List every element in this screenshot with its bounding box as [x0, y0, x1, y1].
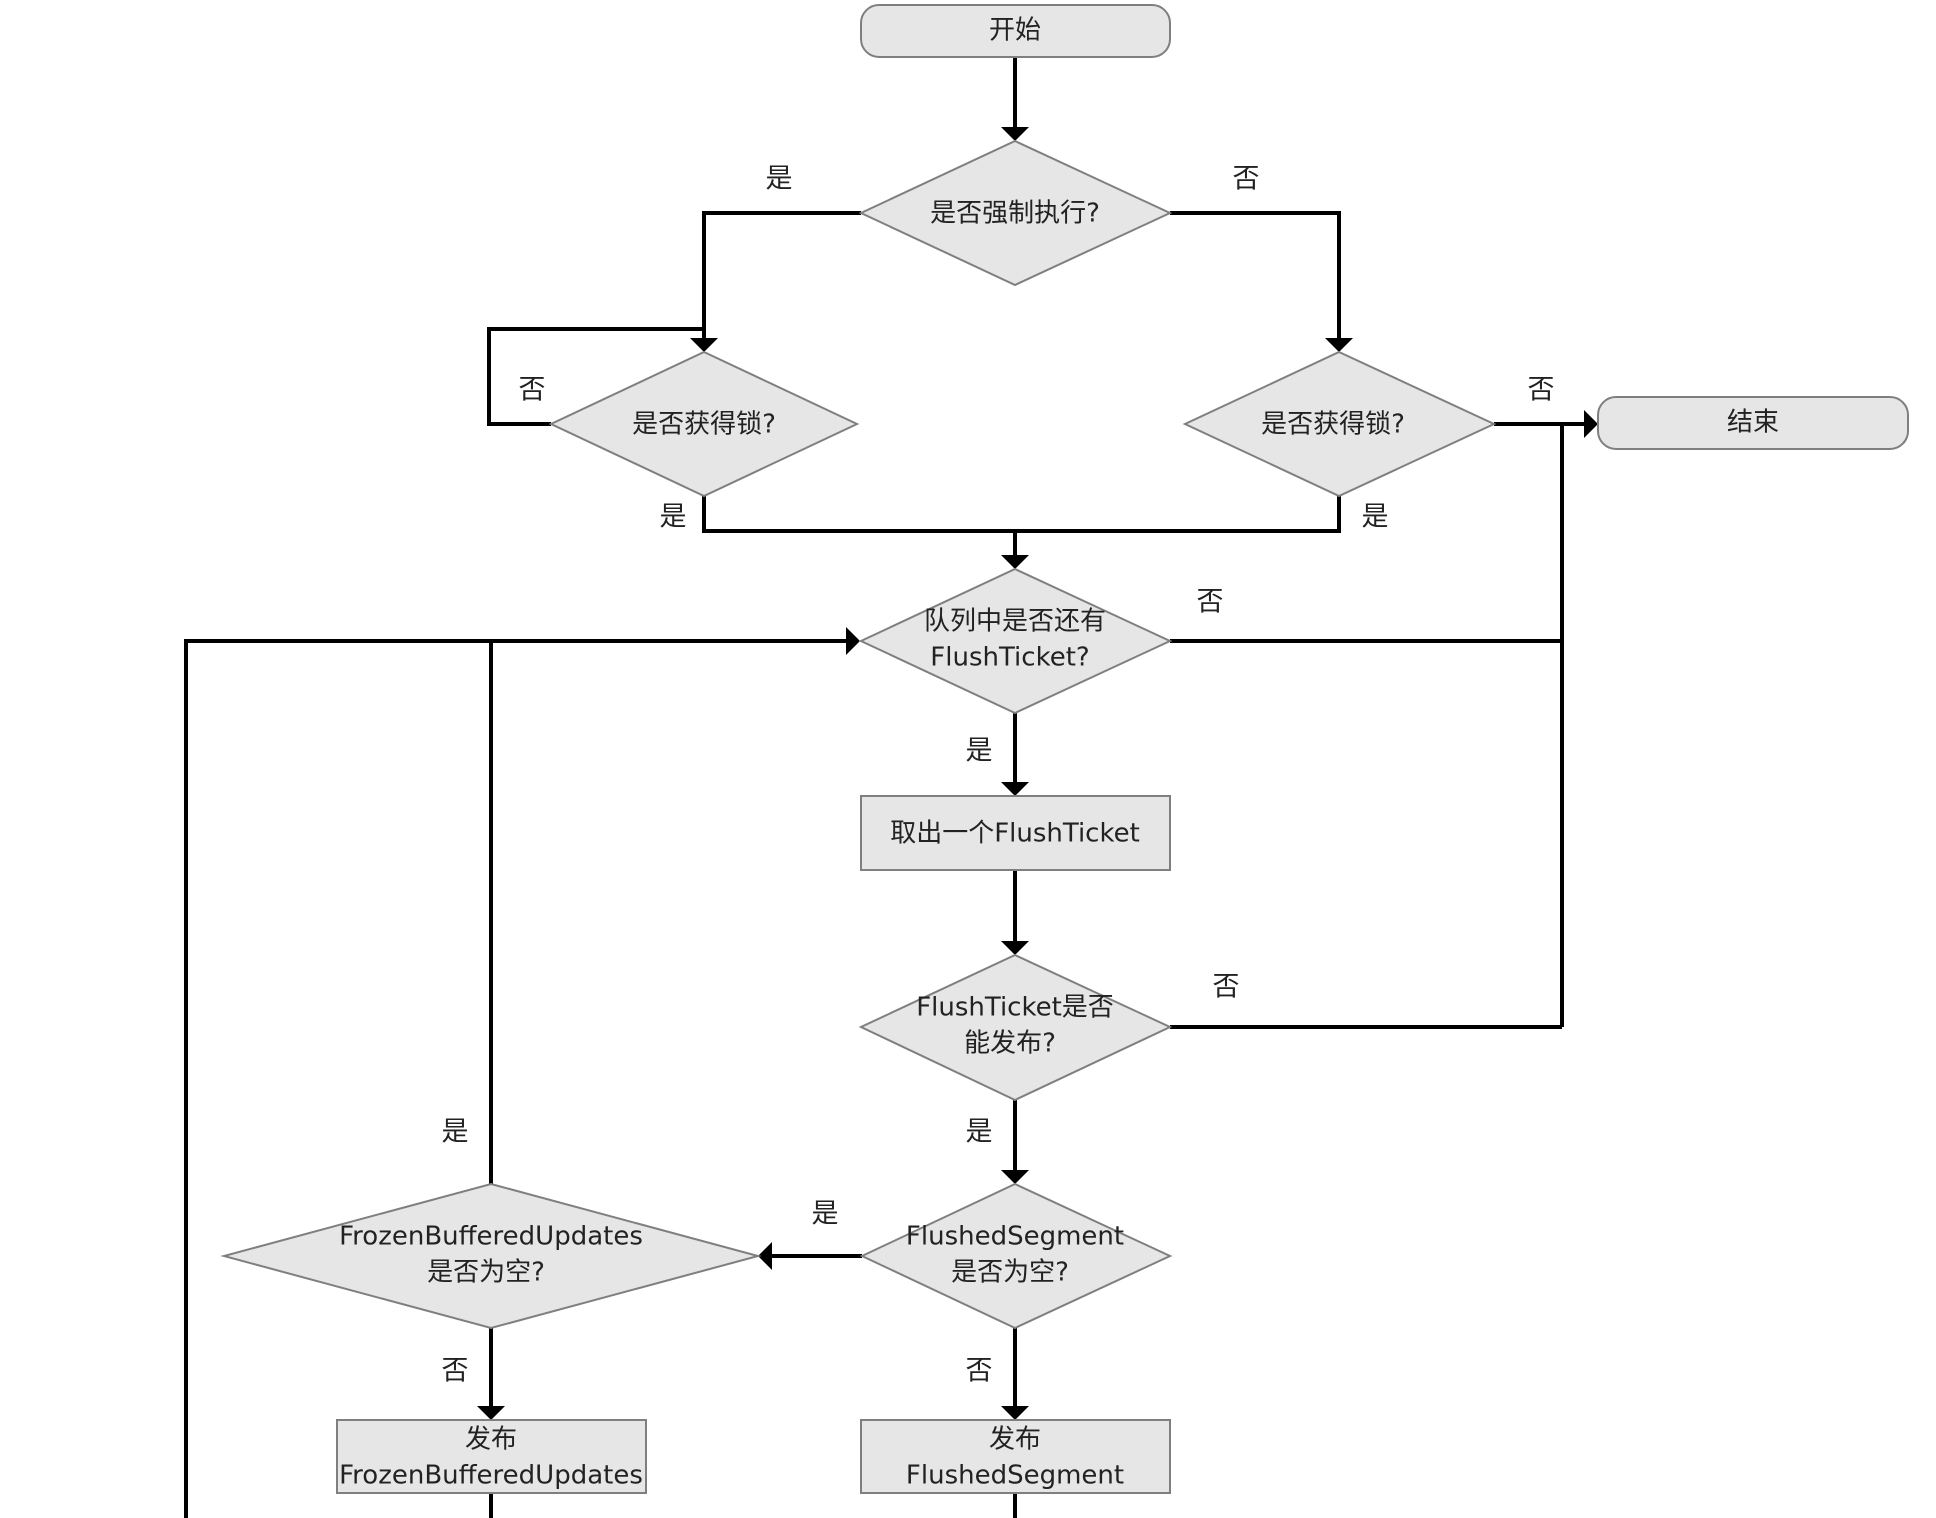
label-lock-left-yes: 是	[660, 502, 687, 533]
edge-bottom-loop	[184, 639, 1017, 1518]
label-lock-left-no: 否	[519, 375, 546, 406]
nodes: 开始 是否强制执行? 是否获得锁? 是否获得锁? 结束 队列中是否还有 Flus…	[220, 4, 1909, 1494]
label-frozen-no: 否	[442, 1356, 469, 1387]
edge-force-yes-to-lock-left	[702, 211, 861, 338]
label-lock-right-no: 否	[1528, 375, 1555, 406]
arrowhead-queue	[1001, 555, 1029, 569]
end-node[interactable]: 结束	[1597, 396, 1909, 450]
label-queue-yes: 是	[966, 736, 993, 767]
arrowhead-queue-left	[846, 627, 860, 655]
label-publishable-no: 否	[1213, 972, 1240, 1003]
arrowhead-end	[1584, 410, 1598, 438]
take-label: 取出一个FlushTicket	[890, 819, 1140, 849]
label-force-yes: 是	[766, 164, 793, 195]
edge-labels: 是 否 否 是 否 是 否 是 否 是 是 否 是 否	[442, 164, 1555, 1387]
label-force-no: 否	[1233, 164, 1260, 195]
label-queue-no: 否	[1197, 587, 1224, 618]
frozen-empty-decision[interactable]: FrozenBufferedUpdates 是否为空?	[220, 1182, 762, 1330]
lock-left-label: 是否获得锁?	[632, 410, 776, 440]
start-node[interactable]: 开始	[860, 4, 1171, 58]
frozen-empty-label-line2: 是否为空?	[427, 1258, 545, 1288]
arrowhead-publish-segment	[1001, 1406, 1029, 1420]
label-segment-no: 否	[966, 1356, 993, 1387]
edge-lock-left-yes	[702, 496, 1341, 533]
publishable-label-line1: FlushTicket是否	[916, 993, 1114, 1023]
publish-frozen-label-line2: FrozenBufferedUpdates	[339, 1461, 643, 1491]
publish-frozen-label-line1: 发布	[465, 1425, 517, 1455]
segment-empty-decision[interactable]: FlushedSegment 是否为空?	[859, 1182, 1173, 1330]
edges	[184, 57, 1598, 1518]
frozen-empty-label-line1: FrozenBufferedUpdates	[339, 1222, 643, 1252]
queue-decision[interactable]: 队列中是否还有 FlushTicket?	[858, 567, 1173, 715]
force-label: 是否强制执行?	[930, 199, 1100, 229]
arrowhead-segment-empty	[1001, 1170, 1029, 1184]
end-label: 结束	[1727, 408, 1779, 438]
label-publishable-yes: 是	[966, 1117, 993, 1148]
arrowhead-frozen-empty	[758, 1242, 772, 1270]
arrowhead-force	[1001, 127, 1029, 141]
edge-force-no-to-lock-right	[1170, 211, 1341, 338]
publish-segment-process[interactable]: 发布 FlushedSegment	[860, 1419, 1171, 1494]
arrowhead-lock-right	[1325, 338, 1353, 352]
take-ticket-process[interactable]: 取出一个FlushTicket	[860, 795, 1171, 871]
queue-label-line1: 队列中是否还有	[924, 607, 1106, 637]
edge-lock-left-no-loop	[487, 327, 704, 426]
arrowhead-lock-left	[690, 338, 718, 352]
arrowhead-publishable	[1001, 941, 1029, 955]
publish-segment-label-line2: FlushedSegment	[906, 1461, 1124, 1491]
queue-label-line2: FlushTicket?	[930, 643, 1089, 673]
segment-empty-label-line2: 是否为空?	[951, 1258, 1069, 1288]
label-frozen-yes: 是	[442, 1117, 469, 1148]
arrowhead-take	[1001, 782, 1029, 796]
publishable-decision[interactable]: FlushTicket是否 能发布?	[858, 953, 1173, 1102]
label-lock-right-yes: 是	[1362, 502, 1389, 533]
publishable-label-line2: 能发布?	[964, 1029, 1056, 1059]
lock-right-decision[interactable]: 是否获得锁?	[1182, 350, 1497, 498]
start-label: 开始	[989, 16, 1041, 46]
arrowhead-publish-frozen	[477, 1406, 505, 1420]
segment-empty-label-line1: FlushedSegment	[906, 1222, 1124, 1252]
label-segment-yes: 是	[812, 1199, 839, 1230]
publish-frozen-process[interactable]: 发布 FrozenBufferedUpdates	[336, 1419, 647, 1494]
publish-segment-label-line1: 发布	[989, 1425, 1041, 1455]
force-decision[interactable]: 是否强制执行?	[858, 139, 1173, 287]
lock-left-decision[interactable]: 是否获得锁?	[548, 350, 860, 498]
lock-right-label: 是否获得锁?	[1261, 410, 1405, 440]
